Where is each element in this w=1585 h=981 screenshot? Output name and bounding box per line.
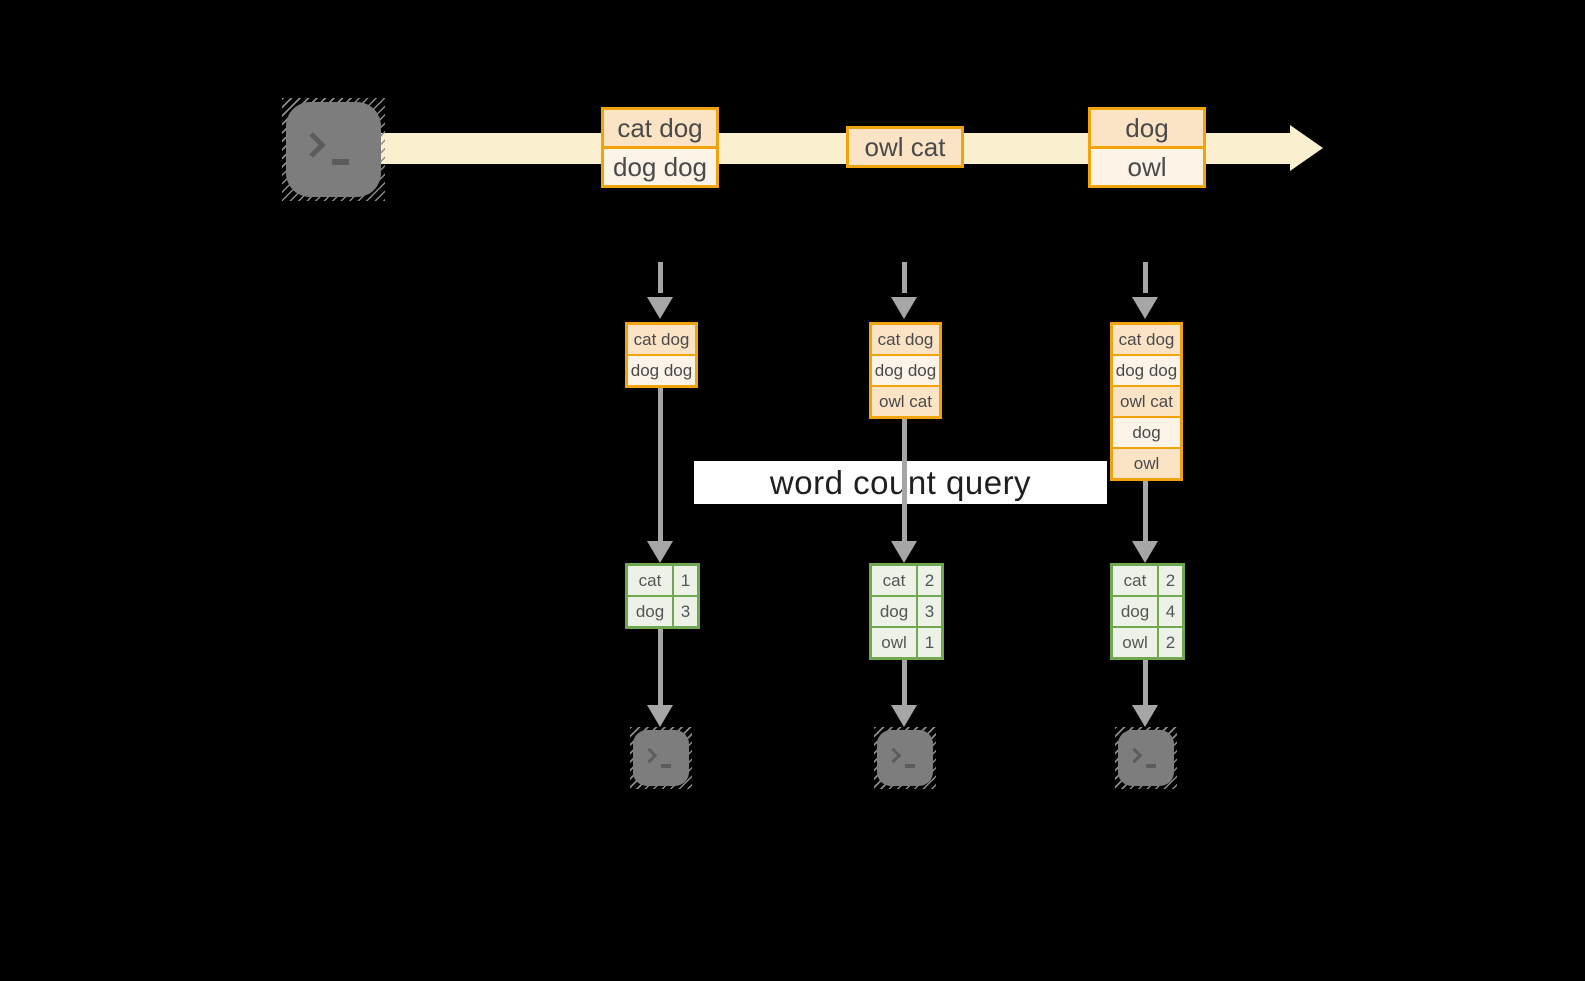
window-row: dog dog xyxy=(872,354,939,385)
word-cell: cat xyxy=(628,566,674,595)
terminal-body xyxy=(877,730,933,786)
query-label: word count query xyxy=(694,461,1107,504)
count-cell: 3 xyxy=(918,597,941,626)
stream-event-box: dog owl xyxy=(1088,107,1206,188)
event-line: owl xyxy=(1091,146,1203,185)
stream-arrow-head-icon xyxy=(1290,125,1323,171)
prompt-underscore-icon xyxy=(905,764,915,768)
count-cell: 2 xyxy=(918,566,941,595)
terminal-body xyxy=(1118,730,1174,786)
arrow-head-icon xyxy=(647,541,673,563)
arrow-head-icon xyxy=(891,541,917,563)
count-cell: 2 xyxy=(1159,628,1182,657)
count-cell: 1 xyxy=(918,628,941,657)
arrow-line xyxy=(1143,660,1148,706)
table-row: cat 1 xyxy=(628,566,697,595)
count-cell: 4 xyxy=(1159,597,1182,626)
window-row: owl cat xyxy=(1113,385,1180,416)
word-cell: cat xyxy=(1113,566,1159,595)
dashed-arrow-line xyxy=(658,262,663,293)
dashed-arrow-line xyxy=(902,262,907,293)
window-row: dog dog xyxy=(628,354,695,385)
dashed-arrow-line xyxy=(1143,262,1148,293)
arrow-head-icon xyxy=(1132,705,1158,727)
arrow-line xyxy=(902,660,907,706)
arrow-head-icon xyxy=(647,705,673,727)
prompt-underscore-icon xyxy=(661,764,671,768)
event-line: dog dog xyxy=(604,146,716,185)
table-row: owl 1 xyxy=(872,626,941,657)
window-row: dog xyxy=(1113,416,1180,447)
window-buffer: cat dog dog dog xyxy=(625,322,698,388)
terminal-icon xyxy=(1115,727,1177,789)
terminal-icon xyxy=(874,727,936,789)
word-cell: owl xyxy=(872,628,918,657)
stream-event-box: owl cat xyxy=(846,126,964,168)
arrow-head-icon xyxy=(1132,297,1158,319)
terminal-icon xyxy=(630,727,692,789)
count-cell: 3 xyxy=(674,597,697,626)
word-cell: cat xyxy=(872,566,918,595)
window-row: owl xyxy=(1113,447,1180,478)
window-buffer: cat dog dog dog owl cat dog owl xyxy=(1110,322,1183,481)
table-row: dog 4 xyxy=(1113,595,1182,626)
arrow-line xyxy=(902,419,907,542)
window-row: cat dog xyxy=(1113,325,1180,354)
prompt-chevron-icon xyxy=(885,747,902,764)
word-count-table: cat 2 dog 3 owl 1 xyxy=(869,563,944,660)
table-row: cat 2 xyxy=(872,566,941,595)
window-row: owl cat xyxy=(872,385,939,416)
prompt-chevron-icon xyxy=(1126,747,1143,764)
terminal-body xyxy=(286,102,381,197)
prompt-underscore-icon xyxy=(1146,764,1156,768)
arrow-line xyxy=(658,629,663,706)
terminal-icon xyxy=(282,98,385,201)
word-count-table: cat 2 dog 4 owl 2 xyxy=(1110,563,1185,660)
word-count-table: cat 1 dog 3 xyxy=(625,563,700,629)
window-row: cat dog xyxy=(628,325,695,354)
count-cell: 2 xyxy=(1159,566,1182,595)
word-cell: dog xyxy=(1113,597,1159,626)
arrow-line xyxy=(1143,481,1148,542)
word-cell: dog xyxy=(628,597,674,626)
table-row: owl 2 xyxy=(1113,626,1182,657)
count-cell: 1 xyxy=(674,566,697,595)
event-line: owl cat xyxy=(849,129,961,165)
arrow-head-icon xyxy=(891,705,917,727)
stream-event-box: cat dog dog dog xyxy=(601,107,719,188)
terminal-body xyxy=(633,730,689,786)
table-row: dog 3 xyxy=(872,595,941,626)
arrow-head-icon xyxy=(1132,541,1158,563)
prompt-chevron-icon xyxy=(641,747,658,764)
prompt-underscore-icon xyxy=(332,159,349,165)
table-row: cat 2 xyxy=(1113,566,1182,595)
window-buffer: cat dog dog dog owl cat xyxy=(869,322,942,419)
word-cell: owl xyxy=(1113,628,1159,657)
event-line: dog xyxy=(1091,110,1203,146)
arrow-head-icon xyxy=(891,297,917,319)
prompt-chevron-icon xyxy=(300,132,326,158)
arrow-head-icon xyxy=(647,297,673,319)
arrow-line xyxy=(658,388,663,542)
window-row: dog dog xyxy=(1113,354,1180,385)
window-row: cat dog xyxy=(872,325,939,354)
word-cell: dog xyxy=(872,597,918,626)
table-row: dog 3 xyxy=(628,595,697,626)
event-line: cat dog xyxy=(604,110,716,146)
